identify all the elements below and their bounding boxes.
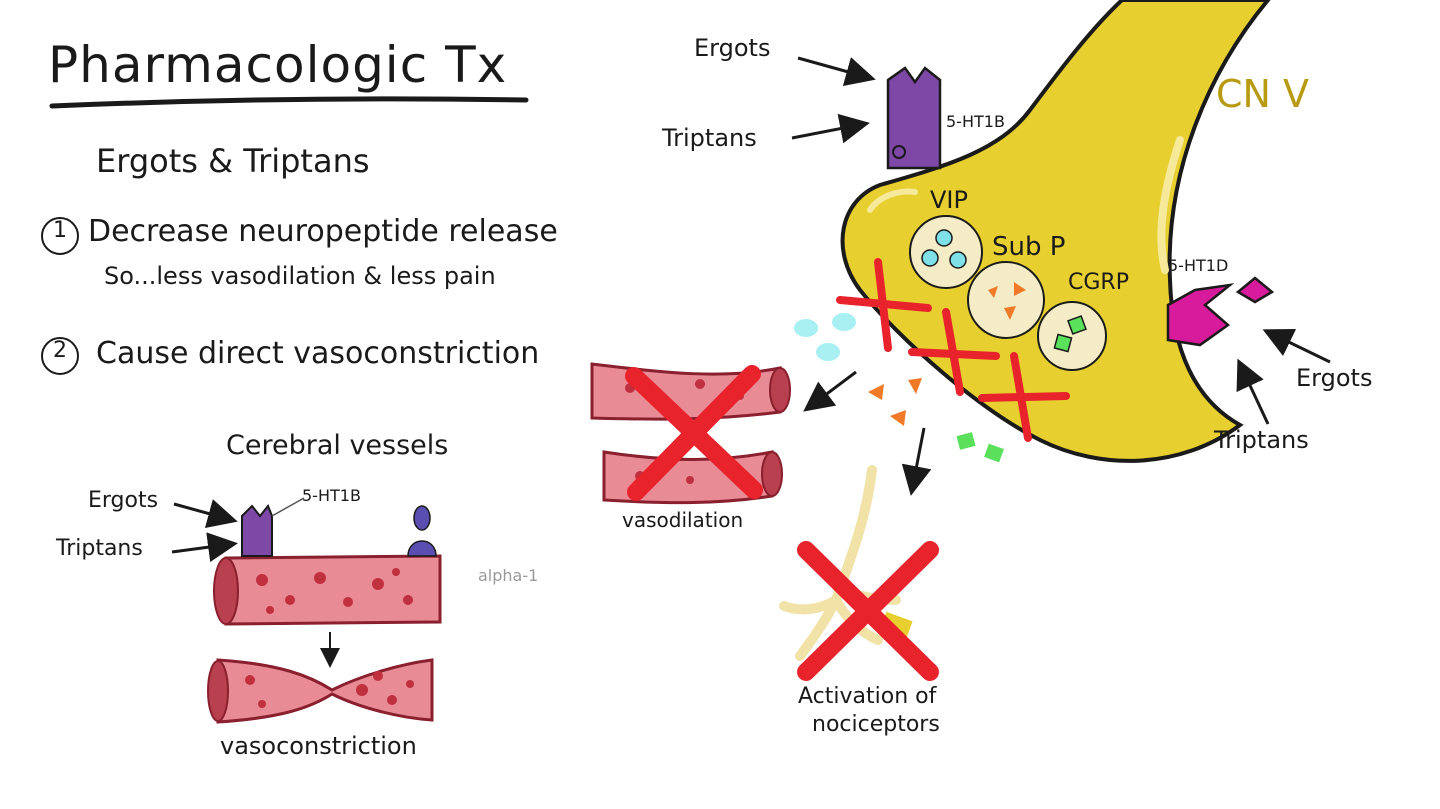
vessel-triptans-label: Triptans [56, 536, 143, 561]
released-cgrp [956, 432, 1004, 463]
cgrp-label: CGRP [1068, 270, 1129, 295]
released-vip [794, 313, 856, 361]
vesicle-cgrp [1037, 301, 1107, 371]
point-2-text: Cause direct vasoconstriction [96, 336, 540, 371]
cerebral-vessel-constricted [207, 658, 434, 724]
receptor-5ht1b-vessel [241, 504, 273, 557]
nociceptors-label-line1: Activation of [798, 684, 937, 709]
released-sub-p [868, 378, 922, 426]
sub-p-label: Sub P [992, 232, 1066, 262]
point-2-number: 2 [53, 338, 67, 363]
cn-v-label: CN V [1216, 72, 1310, 116]
vasoconstriction-label: vasoconstriction [220, 732, 417, 760]
arrow-ergots-top [797, 56, 876, 87]
top-ergots-label: Ergots [694, 34, 771, 62]
receptor-5ht1d-right [1166, 276, 1275, 347]
point-1-number: 1 [53, 218, 67, 243]
nerve-highlight-bulb [867, 188, 918, 213]
point-1-text: Decrease neuropeptide release [88, 214, 558, 249]
nociceptor-block-cross [797, 541, 939, 681]
cerebral-vessel-normal [213, 554, 442, 626]
vip-label: VIP [930, 186, 968, 214]
vesicle-vip [909, 215, 983, 289]
receptor-alpha-1 [407, 505, 437, 557]
point-1-circle [41, 217, 79, 255]
release-block-crosses [836, 258, 1070, 442]
receptor-pointer-line [271, 497, 305, 517]
nerve-highlight [1157, 136, 1184, 274]
vasodilation-block-cross [625, 365, 763, 501]
vesicle-sub-p [967, 261, 1045, 339]
arrow-triptans-vessel [171, 532, 238, 563]
point-1-subtext: So...less vasodilation & less pain [104, 262, 496, 290]
vasodilation-label: vasodilation [622, 508, 744, 532]
arrow-triptans-right [1236, 358, 1270, 425]
title-underline [49, 96, 529, 109]
vessel-ergots-label: Ergots [88, 488, 159, 513]
arrow-triptans-top [791, 113, 870, 144]
nociceptors-label-line2: nociceptors [812, 712, 940, 737]
subtitle: Ergots & Triptans [96, 142, 370, 180]
top-triptans-label: Triptans [662, 124, 757, 152]
arrow-ergots-right [1262, 328, 1331, 364]
right-triptans-label: Triptans [1214, 426, 1309, 454]
top-receptor-label: 5-HT1B [946, 112, 1005, 131]
arrow-to-vasodilation [803, 370, 857, 412]
right-receptor-label: 5-HT1D [1168, 256, 1229, 275]
arrow-ergots-vessel [173, 499, 238, 529]
vessel-receptor-label: 5-HT1B [302, 486, 361, 505]
arrow-to-nociceptors [901, 427, 932, 496]
point-2-circle [41, 337, 79, 375]
cerebral-vessels-heading: Cerebral vessels [226, 430, 449, 461]
receptor-5ht1b-top [886, 66, 942, 170]
right-ergots-label: Ergots [1296, 364, 1373, 392]
page-title: Pharmacologic Tx [48, 36, 508, 94]
alpha-1-label: alpha-1 [478, 566, 539, 585]
